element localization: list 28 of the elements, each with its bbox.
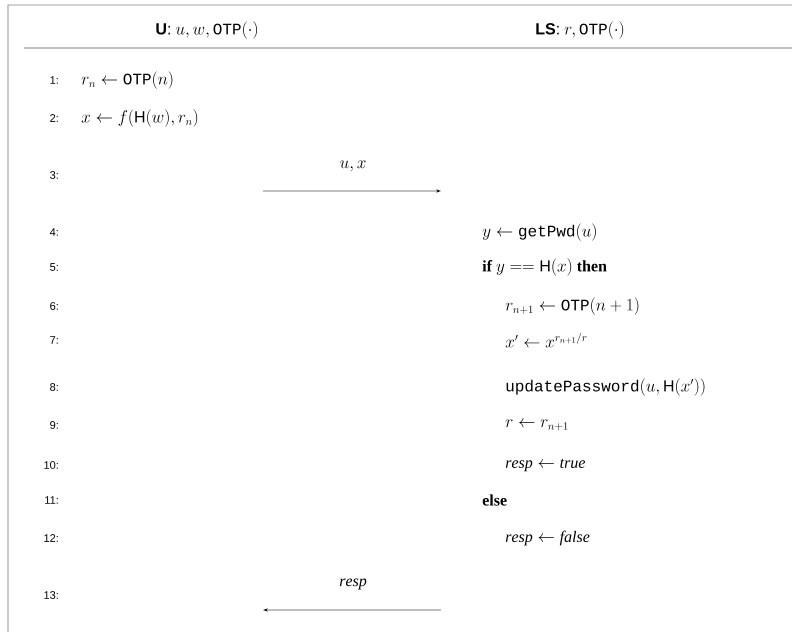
step-formula: $r_n \leftarrow \mathtt{OTP}(n)$ (82, 71, 172, 89)
step-formula: $r \leftarrow r_{n+1}$ (506, 418, 568, 430)
party-header: $\textsf{\textbf{LS}}\textsf{:}\ r, \mathtt{OTP}(\cdot)$ (536, 21, 624, 39)
step-formula: $\mathit{resp} \leftarrow \mathit{true}$ (506, 458, 586, 472)
step-formula: $y \leftarrow \mathtt{getPwd}(u)$ (482, 223, 596, 241)
step-formula: $r_{n+1} \leftarrow \mathtt{OTP}(n+1)$ (506, 297, 638, 315)
line-number: 6: (50, 302, 58, 310)
line-number: 12: (44, 534, 58, 542)
line-number: 9: (50, 421, 58, 429)
line-number: 1: (50, 76, 58, 84)
line-number: 4: (50, 228, 58, 236)
message-label: $u, x$ (340, 160, 366, 172)
step-formula: $x \leftarrow f(\mathsf{H}(w), r_n)$ (82, 109, 198, 127)
step-formula: $\textbf{if}\ y == \mathsf{H}(x)\ \textbf{then}$ (482, 258, 607, 276)
line-number: 2: (50, 114, 58, 122)
party-header: $\textsf{\textbf{U}}\textsf{:}\ u, w, \mathtt{OTP}(\cdot)$ (156, 21, 258, 39)
line-number: 7: (50, 336, 58, 344)
line-number: 10: (44, 461, 58, 469)
line-number: 13: (44, 591, 58, 599)
line-number: 3: (50, 171, 58, 179)
message-label: $\mathit{resp}$ (340, 578, 366, 590)
line-number: 11: (45, 496, 58, 504)
step-formula: $\mathtt{updatePassword}(u, \mathsf{H}(x'))$ (506, 378, 704, 396)
line-number: 8: (50, 383, 58, 391)
step-formula: $\mathit{resp} \leftarrow \mathit{false}$ (506, 530, 590, 546)
step-formula: $\textbf{else}$ (482, 494, 507, 506)
step-formula: $x' \leftarrow x^{r_{n+1}/r}$ (506, 332, 587, 348)
line-number: 5: (50, 263, 58, 271)
